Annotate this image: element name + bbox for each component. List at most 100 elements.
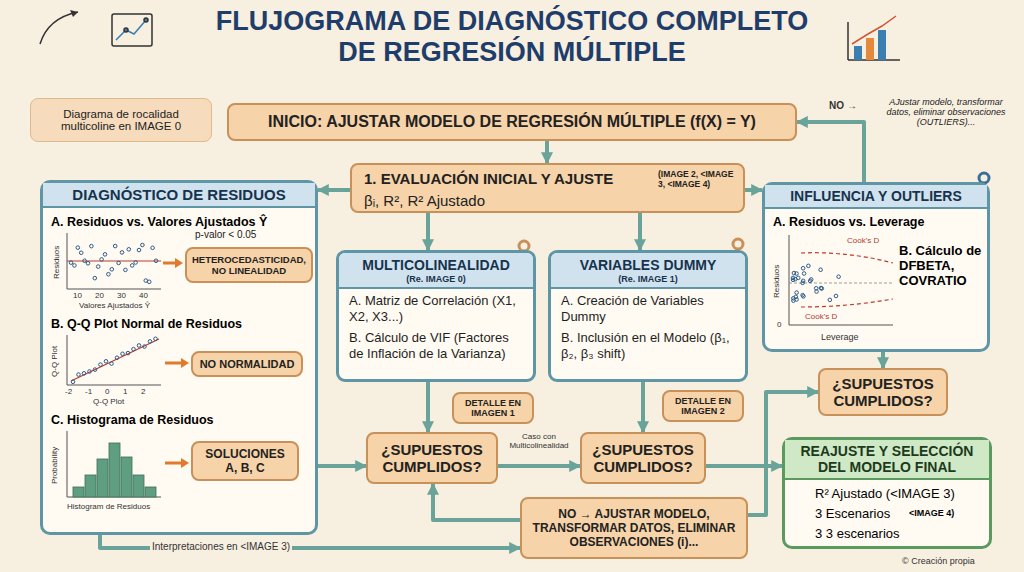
edge-label: Interpretaciones en <IMAGE 3) bbox=[150, 541, 292, 552]
label: Cook's D bbox=[847, 237, 891, 246]
node-text: 3 Escenarios bbox=[815, 506, 907, 521]
node-text: B. Cálculo de DFBETA, COVRATIO bbox=[899, 243, 985, 288]
process-box: 1. EVALUACIÓN INICIAL Y AJUSTE(IMAGE 2, … bbox=[350, 163, 745, 213]
data-dot bbox=[151, 246, 155, 250]
flow-connector bbox=[318, 464, 366, 468]
node-title: ¿SUPUESTOS CUMPLIDOS? bbox=[374, 441, 490, 475]
flow-connector bbox=[498, 464, 580, 468]
flow-connector bbox=[545, 141, 549, 163]
solution-box: SOLUCIONES A, B, C bbox=[191, 441, 299, 481]
node-title: ¿SUPUESTOS CUMPLIDOS? bbox=[588, 441, 698, 475]
arrow-head bbox=[70, 10, 78, 17]
node-text: B. Q-Q Plot Normal de Residuos bbox=[51, 317, 313, 331]
leverage-dots bbox=[791, 264, 840, 302]
node-title: DETALLE EN IMAGEN 1 bbox=[460, 398, 526, 418]
data-dot bbox=[819, 268, 823, 272]
label: Cook's D bbox=[805, 313, 849, 322]
data-dot bbox=[107, 272, 111, 276]
data-dot bbox=[137, 248, 141, 252]
node-title: ¿SUPUESTOS CUMPLIDOS? bbox=[826, 375, 940, 409]
data-dot bbox=[90, 244, 94, 248]
chart-icon bbox=[112, 14, 152, 46]
node-text: 3 3 escenarios bbox=[815, 526, 985, 541]
node-title: VARIABLES DUMMY bbox=[551, 253, 745, 273]
check-panel: MULTICOLINEALIDAD(Re. IMAGE 0)A. Matriz … bbox=[336, 250, 536, 382]
histogram-bars bbox=[73, 443, 156, 497]
data-dot bbox=[154, 259, 158, 263]
data-dot bbox=[103, 253, 107, 257]
data-dot bbox=[795, 291, 799, 295]
detail-box: DETALLE EN IMAGEN 2 bbox=[662, 390, 744, 422]
data-dot bbox=[115, 356, 119, 360]
node-title: MULTICOLINEALIDAD bbox=[339, 253, 533, 273]
curved-arrow bbox=[40, 12, 78, 44]
node-title: HETEROCEDASTICIDAD, NO LINEALIDAD bbox=[192, 254, 306, 276]
label: Valores Ajustados Ŷ bbox=[79, 302, 179, 311]
data-dot bbox=[117, 261, 121, 265]
residuals-panel: DIAGNÓSTICO DE RESIDUOSA. Residuos vs. V… bbox=[40, 180, 318, 535]
node-title: NO NORMALIDAD bbox=[200, 358, 295, 370]
data-dot bbox=[808, 279, 812, 283]
data-dot bbox=[113, 244, 117, 248]
data-dot bbox=[141, 243, 145, 247]
node-text: A. Matriz de Correlación (X1, X2, X3...) bbox=[339, 289, 533, 326]
data-dot bbox=[143, 345, 147, 349]
final-panel: REAJUSTE Y SELECCIÓN DEL MODELO FINAL R² … bbox=[782, 437, 992, 549]
flow-connector bbox=[797, 122, 864, 182]
decision-box: ¿SUPUESTOS CUMPLIDOS? bbox=[366, 432, 498, 484]
data-dot bbox=[124, 268, 128, 272]
data-dot bbox=[130, 264, 134, 268]
data-dot bbox=[795, 272, 799, 276]
data-dot bbox=[801, 266, 805, 270]
data-dot bbox=[83, 259, 87, 263]
flow-connector bbox=[638, 213, 642, 250]
issue-box: NO NORMALIDAD bbox=[191, 351, 303, 377]
node-text: (Re. IMAGE 1) bbox=[551, 273, 745, 289]
flow-connector bbox=[433, 484, 520, 520]
data-dot bbox=[134, 261, 138, 265]
flow-connector bbox=[426, 213, 430, 250]
influence-panel: INFLUENCIA Y OUTLIERS A. Residuos vs. Lev… bbox=[762, 182, 990, 352]
data-dot bbox=[802, 295, 806, 299]
data-dot bbox=[127, 248, 131, 252]
label: 1 bbox=[123, 388, 127, 397]
data-dot bbox=[73, 264, 77, 268]
node-title: DETALLE EN IMAGEN 2 bbox=[670, 396, 736, 416]
flow-connector bbox=[426, 382, 430, 432]
data-dot bbox=[791, 276, 795, 280]
start-box: INICIO: AJUSTAR MODELO DE REGRESIÓN MÚLT… bbox=[227, 103, 797, 141]
data-dot bbox=[104, 360, 108, 364]
label: Leverage bbox=[821, 333, 871, 343]
data-dot bbox=[820, 287, 824, 291]
data-dot bbox=[82, 372, 86, 376]
qq-plot bbox=[65, 335, 189, 387]
scatter-dots bbox=[69, 243, 158, 283]
decision-box: ¿SUPUESTOS CUMPLIDOS? bbox=[580, 432, 706, 484]
data-dot bbox=[93, 368, 97, 372]
node-title: INFLUENCIA Y OUTLIERS bbox=[765, 185, 987, 209]
label: p-valor < 0.05 bbox=[195, 229, 305, 240]
data-dot bbox=[828, 298, 832, 302]
node-text: (IMAGE 2, <IMAGE 3, <IMAGE 4) bbox=[658, 169, 742, 189]
node-text: R² Ajustado (<IMAGE 3) bbox=[815, 486, 985, 501]
node-text: A. Residuos vs. Leverage bbox=[773, 215, 983, 229]
data-dot bbox=[71, 380, 75, 384]
node-text: (Re. IMAGE 0) bbox=[339, 273, 533, 289]
qq-dots bbox=[71, 337, 157, 384]
data-dot bbox=[110, 267, 114, 271]
action-box: NO → AJUSTAR MODELO, TRANSFORMAR DATOS, … bbox=[520, 497, 748, 559]
label: 0 bbox=[777, 321, 781, 330]
node-title: REAJUSTE Y SELECCIÓN DEL MODELO FINAL bbox=[785, 440, 989, 480]
label: Histogram de Residuos bbox=[67, 503, 177, 512]
data-dot bbox=[834, 294, 838, 298]
node-text: C. Histograma de Residuos bbox=[51, 413, 313, 427]
node-text: B. Inclusión en el Modelo (β₁, β₂, β₃ sh… bbox=[551, 326, 745, 363]
data-dot bbox=[802, 272, 806, 276]
data-dot bbox=[77, 373, 81, 377]
label: 30 bbox=[117, 292, 126, 301]
data-dot bbox=[86, 261, 90, 265]
data-dot bbox=[120, 251, 124, 255]
label: 20 bbox=[95, 292, 104, 301]
axis-label: Residuos bbox=[773, 259, 782, 303]
data-dot bbox=[126, 351, 130, 355]
